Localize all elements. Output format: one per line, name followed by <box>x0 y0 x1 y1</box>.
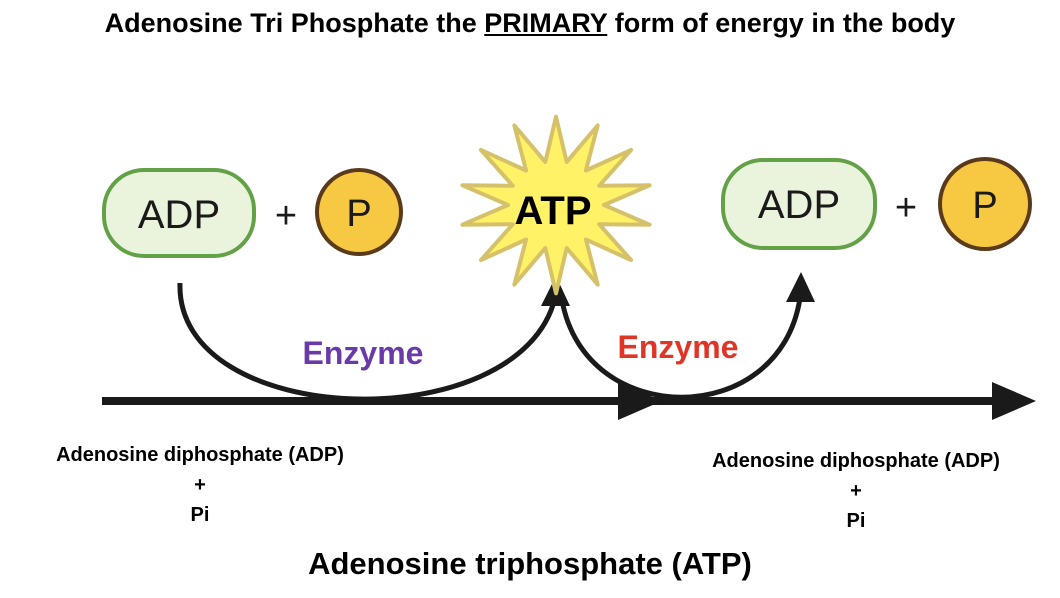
left-adp-text: ADP <box>138 193 220 237</box>
atp-starburst-icon <box>460 114 652 296</box>
title-prefix: Adenosine Tri Phosphate the <box>104 8 477 38</box>
page-title: Adenosine Tri Phosphate the PRIMARY form… <box>0 8 1060 39</box>
left-caption: Adenosine diphosphate (ADP) + Pi <box>0 440 400 530</box>
right-adp-text: ADP <box>758 183 840 227</box>
right-plus-sign: + <box>895 187 917 229</box>
left-curved-arrow <box>177 282 558 402</box>
right-phosphate-circle <box>938 157 1032 251</box>
left-plus-sign: + <box>275 195 297 237</box>
right-caption: Adenosine diphosphate (ADP) + Pi <box>656 446 1056 536</box>
left-caption-line1: Adenosine diphosphate (ADP) <box>56 444 344 466</box>
left-caption-line2: + <box>194 474 206 496</box>
title-suffix: form of energy in the body <box>614 8 956 38</box>
right-caption-line3: Pi <box>846 510 866 532</box>
enzyme-left-label: Enzyme <box>303 335 424 371</box>
left-phosphate-circle <box>315 168 403 256</box>
right-curved-arrow <box>559 297 803 400</box>
title-emphasis: PRIMARY <box>484 8 608 38</box>
enzyme-right-label: Enzyme <box>618 329 739 365</box>
right-phosphate-text: P <box>972 185 997 227</box>
bottom-title: Adenosine triphosphate (ATP) <box>308 546 752 581</box>
right-adp-pill <box>721 158 877 250</box>
main-arrowhead-mid <box>618 382 662 420</box>
right-curved-arrowhead <box>786 272 815 302</box>
left-adp-pill <box>102 168 256 258</box>
right-caption-line2: + <box>850 480 862 502</box>
right-caption-line1: Adenosine diphosphate (ADP) <box>712 450 1000 472</box>
left-caption-line3: Pi <box>190 504 210 526</box>
atp-text: ATP <box>514 189 591 233</box>
main-arrowhead-end <box>992 382 1036 420</box>
left-phosphate-text: P <box>346 193 371 235</box>
